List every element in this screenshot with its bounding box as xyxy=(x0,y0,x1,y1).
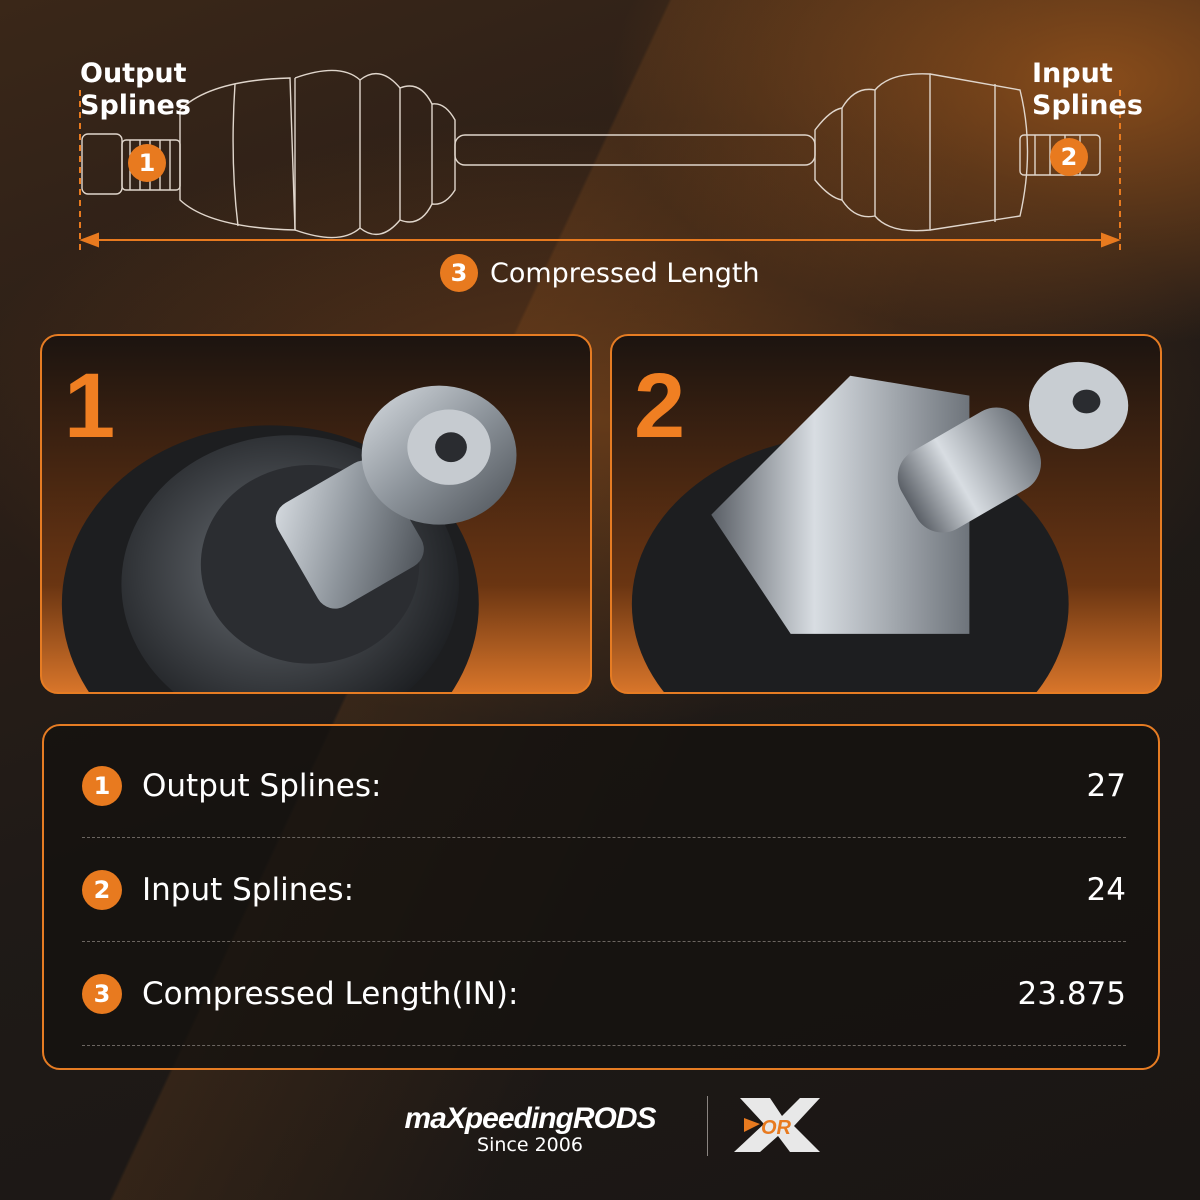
brand-name: maXpeedingRODS xyxy=(404,1102,656,1135)
callout-line: Output xyxy=(80,58,187,89)
badge-3: 3 xyxy=(440,254,478,292)
brand-logo: maXpeedingRODS Since 2006 xyxy=(380,1102,680,1156)
callout-line: Input xyxy=(1032,58,1113,89)
spec-value: 27 xyxy=(1086,767,1126,804)
spec-row-output-splines: 1 Output Splines: 27 xyxy=(82,734,1126,838)
spec-badge: 3 xyxy=(82,973,122,1014)
spec-label: Compressed Length(IN): xyxy=(142,975,519,1012)
specs-table: 1 Output Splines: 27 2 Input Splines: 24… xyxy=(42,724,1160,1070)
axle-drawing xyxy=(79,69,1121,250)
spec-badge: 2 xyxy=(82,869,122,910)
input-splines-callout: Input Splines xyxy=(1032,58,1143,122)
badge-1: 1 xyxy=(128,144,166,182)
footer: maXpeedingRODS Since 2006 OR xyxy=(0,1090,1200,1170)
input-end-closeup-panel: 2 xyxy=(610,334,1162,694)
spec-badge: 1 xyxy=(82,765,122,806)
callout-line: Splines xyxy=(80,90,191,121)
compressed-length-label: 3 Compressed Length xyxy=(440,254,760,292)
badge-2: 2 xyxy=(1050,138,1088,176)
panel-number: 1 xyxy=(64,355,116,457)
footer-divider xyxy=(707,1096,708,1156)
callout-line: Splines xyxy=(1032,90,1143,121)
input-end-illustration xyxy=(631,361,1129,692)
spec-value: 23.875 xyxy=(1017,975,1126,1012)
panel-number: 2 xyxy=(634,355,686,457)
logo2-text: OR xyxy=(761,1117,792,1139)
spec-row-input-splines: 2 Input Splines: 24 xyxy=(82,838,1126,942)
spec-value: 24 xyxy=(1086,871,1126,908)
output-end-illustration xyxy=(61,385,517,692)
since-text: Since 2006 xyxy=(477,1134,583,1156)
spec-row-compressed-length: 3 Compressed Length(IN): 23.875 xyxy=(82,942,1126,1046)
output-end-closeup-panel: 1 xyxy=(40,334,592,694)
or-logo-icon: OR xyxy=(734,1098,820,1152)
spec-label: Output Splines: xyxy=(142,767,382,804)
spec-label: Input Splines: xyxy=(142,871,355,908)
output-splines-callout: Output Splines xyxy=(80,58,191,122)
compressed-length-text: Compressed Length xyxy=(490,257,760,289)
